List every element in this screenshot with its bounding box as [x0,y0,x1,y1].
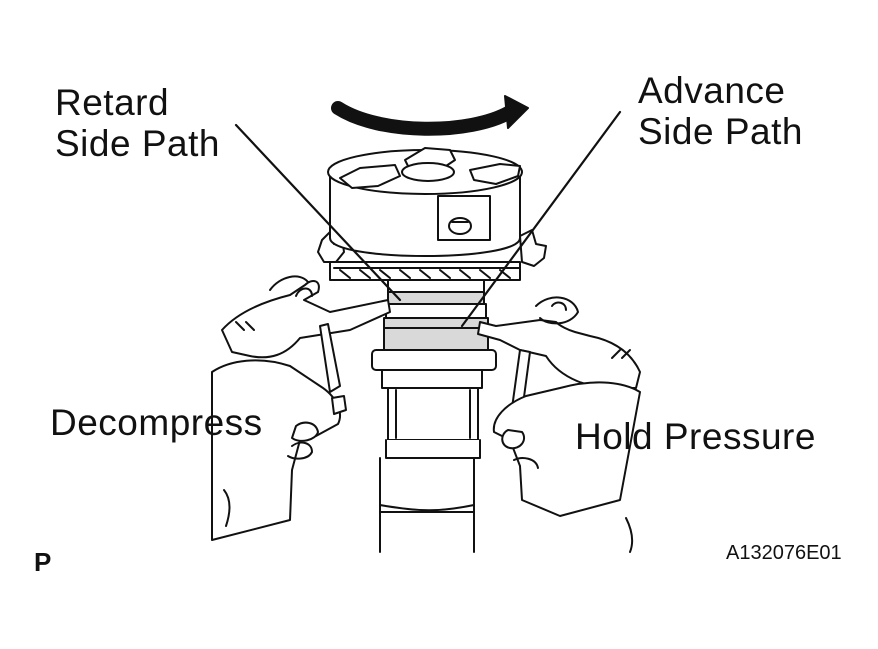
retard-label-line2: Side Path [55,123,220,165]
advance-leader-line [460,110,622,328]
page-letter: P [34,547,52,577]
retard-leader-line [234,123,402,302]
retard-label-line1: Retard [55,82,170,123]
camshaft [379,387,481,553]
advance-label-line2: Side Path [638,111,803,153]
advance-side-path-label: Advance Side Path [638,70,803,153]
retard-side-path-label: Retard Side Path [55,82,220,165]
leader-lines [234,110,622,328]
decompress-label: Decompress [50,402,263,443]
rotation-arrow-icon [331,95,529,136]
figure-code: A132076E01 [726,542,842,564]
left-air-gun-icon [211,275,391,541]
advance-label-line1: Advance [638,70,786,111]
right-air-gun-icon [477,296,641,553]
hold-pressure-label: Hold Pressure [575,416,816,457]
vvt-housing [327,147,523,257]
